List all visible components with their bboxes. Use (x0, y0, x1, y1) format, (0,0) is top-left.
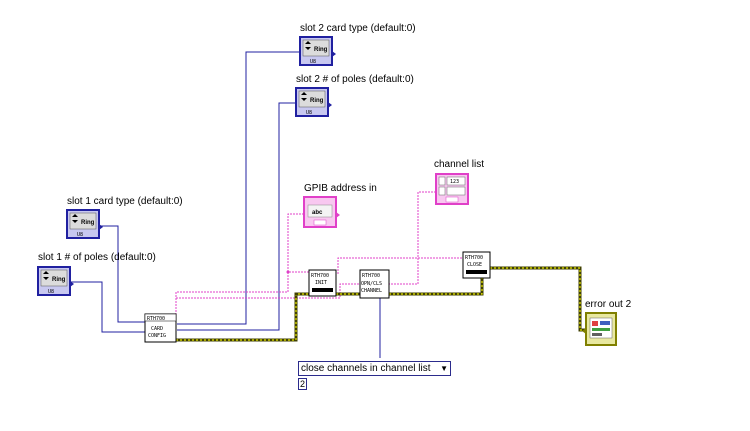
wire-junction (294, 292, 298, 296)
slot2-poles-control[interactable]: Ring U8 (295, 87, 332, 117)
opn-cls-channel-node[interactable]: RTH700 OPN/CLS CHANNEL (359, 269, 390, 299)
svg-text:Ring: Ring (81, 220, 95, 226)
close-node[interactable]: RTH700 CLOSE (462, 251, 491, 279)
svg-text:RTH700: RTH700 (362, 273, 380, 279)
gpib-address-label: GPIB address in (304, 183, 377, 194)
error-out-label: error out 2 (585, 299, 632, 310)
wire-junction (286, 270, 290, 274)
svg-text:CONFIG: CONFIG (148, 333, 166, 339)
svg-text:Ring: Ring (310, 98, 324, 104)
svg-text:OPN/CLS: OPN/CLS (361, 281, 382, 287)
svg-text:CLOSE: CLOSE (467, 262, 482, 268)
decrement-icon (305, 47, 311, 50)
wire-string-to-close[interactable] (176, 257, 465, 299)
svg-text:abc: abc (312, 210, 323, 216)
error-out-indicator[interactable] (582, 312, 617, 346)
decrement-icon (43, 277, 49, 280)
svg-text:RTH700: RTH700 (311, 273, 329, 279)
svg-text:CARD: CARD (151, 326, 163, 332)
decrement-icon (72, 220, 78, 223)
increment-icon (305, 41, 311, 44)
svg-text:INIT: INIT (315, 280, 327, 286)
slot1-poles-control[interactable]: Ring U8 (37, 266, 74, 296)
init-node[interactable]: RTH700 INIT (308, 269, 337, 297)
slot1-card-type-control[interactable]: Ring U8 (66, 209, 103, 239)
channel-list-label: channel list (434, 159, 485, 170)
slot1-card-type-label: slot 1 card type (default:0) (67, 196, 183, 207)
increment-icon (72, 214, 78, 217)
dropdown-arrow-icon[interactable]: ▼ (440, 364, 448, 373)
svg-text:Ring: Ring (52, 277, 66, 283)
error-icon (592, 321, 598, 326)
svg-text:U8: U8 (310, 59, 316, 65)
wire-slot2-card-type[interactable] (177, 51, 332, 325)
slot2-card-type-label: slot 2 card type (default:0) (300, 23, 416, 34)
svg-text:RTH700: RTH700 (147, 316, 165, 322)
svg-text:123: 123 (450, 179, 459, 185)
slot2-poles-label: slot 2 # of poles (default:0) (296, 74, 414, 85)
selector-value: close channels in channel list (301, 363, 431, 374)
wire-slot1-card-type[interactable] (100, 225, 145, 323)
increment-icon (301, 92, 307, 95)
card-config-node[interactable]: RTH700 CARD CONFIG (144, 313, 177, 343)
svg-text:CHANNEL: CHANNEL (361, 288, 382, 294)
wire-channel-list[interactable] (385, 191, 436, 285)
svg-text:U8: U8 (306, 110, 312, 116)
channel-action-selector[interactable]: close channels in channel list ▼ (298, 361, 451, 376)
svg-text:U8: U8 (48, 289, 54, 295)
svg-text:Ring: Ring (314, 47, 328, 53)
wire-gpib-address[interactable] (175, 213, 309, 316)
slot1-poles-label: slot 1 # of poles (default:0) (38, 252, 156, 263)
svg-text:U8: U8 (77, 232, 83, 238)
wire-slot1-poles[interactable] (71, 281, 145, 333)
channel-list-control[interactable]: 123 (435, 173, 469, 205)
decrement-icon (301, 98, 307, 101)
selector-constant[interactable]: 2 (298, 378, 307, 390)
gpib-address-control[interactable]: abc (303, 196, 340, 228)
increment-icon (43, 271, 49, 274)
slot2-card-type-control[interactable]: Ring U8 (299, 36, 336, 66)
svg-text:RTH700: RTH700 (465, 255, 483, 261)
